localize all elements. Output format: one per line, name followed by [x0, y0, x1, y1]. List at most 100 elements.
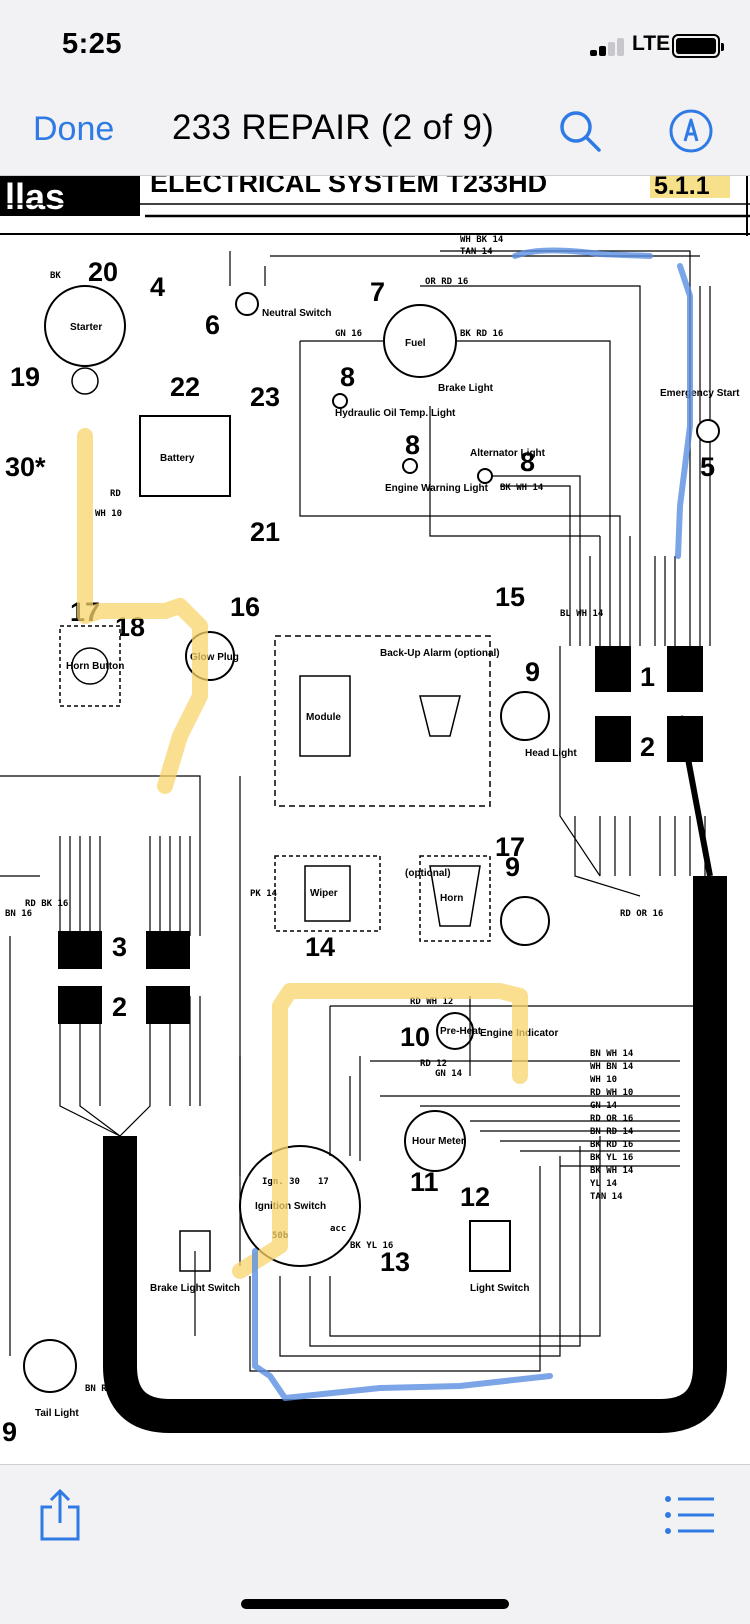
pre-heat-label: Pre-Heat [440, 1026, 482, 1037]
component-8c-label: 8 [520, 447, 535, 477]
svg-text:BK RD 16: BK RD 16 [460, 329, 503, 339]
svg-text:RD BK 16: RD BK 16 [25, 899, 68, 909]
optional-label: (optional) [405, 868, 451, 879]
glow-plug-label: Glow Plug [190, 652, 239, 663]
component-4-label: 4 [150, 272, 165, 302]
head-light-1-label: Head Light [525, 748, 577, 759]
svg-text:BK: BK [50, 271, 61, 281]
ignition-switch-label: Ignition Switch [255, 1201, 326, 1212]
component-23-label: 23 [250, 382, 280, 412]
starter-motor [44, 285, 126, 367]
component-11-label: 11 [410, 1167, 439, 1197]
svg-text:RD OR 16: RD OR 16 [590, 1114, 633, 1124]
svg-text:BN 16: BN 16 [5, 909, 32, 919]
component-2b-label: 2 [112, 992, 127, 1022]
component-17b-label: 17 [495, 832, 525, 862]
connector-3a [58, 931, 102, 969]
svg-text:BK WH 14: BK WH 14 [590, 1166, 634, 1176]
markup-pen-icon[interactable] [668, 108, 714, 154]
hydraulic-oil-label: Hydraulic Oil Temp. Light [335, 408, 456, 419]
alternator-light-label: Alternator Light [470, 448, 546, 459]
search-icon[interactable] [557, 108, 603, 154]
connector-2a [595, 716, 631, 762]
hour-meter-label: Hour Meter [412, 1136, 465, 1147]
emergency-start-switch [696, 419, 720, 443]
fuel-label: Fuel [405, 338, 426, 349]
connector-2d [146, 986, 190, 1024]
component-19-label: 19 [10, 362, 40, 392]
header-logo: llas [5, 176, 65, 217]
engine-warning-label: Engine Warning Light [385, 483, 489, 494]
component-12-label: 12 [460, 1182, 490, 1212]
share-icon[interactable] [32, 1487, 88, 1543]
component-9b-label: 9 [505, 852, 520, 882]
svg-text:RD WH 12: RD WH 12 [410, 997, 453, 1007]
network-type: LTE [632, 32, 671, 55]
svg-text:BK WH 14: BK WH 14 [500, 483, 544, 493]
tail-light [23, 1339, 77, 1393]
component-13-label: 13 [380, 1247, 410, 1277]
home-indicator[interactable] [241, 1599, 509, 1609]
starter-label: Starter [70, 322, 102, 333]
svg-text:WH BN 14: WH BN 14 [590, 1062, 634, 1072]
light-switch-label: Light Switch [470, 1283, 529, 1294]
svg-text:OR RD 16: OR RD 16 [425, 277, 468, 287]
component-16-label: 16 [230, 592, 260, 622]
svg-text:WH 10: WH 10 [95, 509, 122, 519]
svg-text:RD 12: RD 12 [420, 1059, 447, 1069]
yellow-highlight [77, 428, 528, 1279]
battery-component [139, 415, 231, 497]
signal-icon [590, 36, 630, 56]
blue-highlight [252, 247, 693, 1401]
connector-3b [146, 931, 190, 969]
battery-icon [672, 34, 724, 58]
list-icon[interactable] [662, 1487, 718, 1543]
header-title: ELECTRICAL SYSTEM T233HD [150, 176, 547, 198]
svg-text:RD: RD [110, 489, 121, 499]
svg-text:RD OR 16: RD OR 16 [620, 909, 663, 919]
fuel-gauge [383, 304, 457, 378]
svg-text:BK YL 16: BK YL 16 [590, 1153, 633, 1163]
svg-text:BN RD 1: BN RD 1 [85, 1384, 123, 1394]
component-9c-label: 9 [2, 1417, 17, 1447]
brake-light-label: Brake Light [438, 383, 494, 394]
svg-text:TAN 14: TAN 14 [460, 247, 493, 257]
horn-label: Horn [440, 893, 463, 904]
head-light-2 [500, 896, 550, 946]
component-3-label: 3 [112, 932, 127, 962]
component-30-label: 30* [5, 452, 46, 482]
status-bar: 5:25 LTE [0, 0, 750, 88]
component-22-label: 22 [170, 372, 200, 402]
module-label: Module [306, 712, 341, 723]
svg-text:BK YL 16: BK YL 16 [350, 1241, 393, 1251]
svg-text:BN WH 14: BN WH 14 [590, 1049, 634, 1059]
alarm-module [299, 675, 351, 757]
head-light-1 [500, 691, 550, 741]
component-10-label: 10 [400, 1022, 430, 1052]
neutral-switch [235, 292, 259, 316]
connector-2b [667, 716, 703, 762]
component-1-label: 1 [640, 662, 655, 692]
svg-text:TAN 14: TAN 14 [590, 1192, 623, 1202]
svg-text:GN 14: GN 14 [590, 1101, 618, 1111]
svg-text:PK 14: PK 14 [250, 889, 278, 899]
component-15-label: 15 [495, 582, 525, 612]
header-logo-box [0, 176, 140, 216]
done-button[interactable]: Done [33, 110, 115, 148]
hour-meter [404, 1110, 466, 1172]
svg-text:GN 14: GN 14 [435, 1069, 463, 1079]
component-8a-label: 8 [340, 362, 355, 392]
horn-button-label: Horn Button [66, 661, 124, 672]
emergency-start-label: Emergency Start [660, 388, 740, 399]
wiring-diagram: llas ELECTRICAL SYSTEM T233HD 5.1.1 [0, 176, 750, 1447]
svg-text:RD WH 10: RD WH 10 [590, 1088, 633, 1098]
status-time: 5:25 [62, 28, 123, 60]
svg-text:WH 10: WH 10 [590, 1075, 617, 1085]
svg-text:BN RD 14: BN RD 14 [590, 1127, 634, 1137]
navigation-bar: Done 233 REPAIR (2 of 9) [0, 88, 750, 176]
document-page[interactable]: llas ELECTRICAL SYSTEM T233HD 5.1.1 [0, 176, 750, 1464]
component-21-label: 21 [250, 517, 280, 547]
battery-label: Battery [160, 453, 195, 464]
section-tag-bg [650, 176, 730, 198]
bottom-toolbar [0, 1464, 750, 1624]
